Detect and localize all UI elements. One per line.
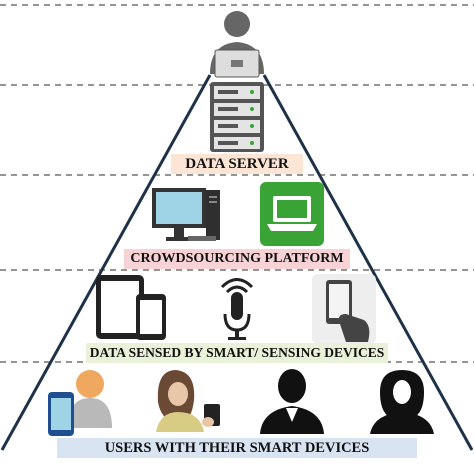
tier-label-text: CROWDSOURCING PLATFORM (124, 249, 350, 269)
microphone-sensor-icon (220, 278, 254, 340)
tablet-phone-icon (96, 275, 166, 340)
desktop-computer-icon (152, 188, 220, 241)
server-rack-icon (210, 82, 264, 152)
tier-label-crowdsourcing: CROWDSOURCING PLATFORM (0, 249, 474, 269)
admin-laptop-icon (210, 11, 264, 78)
woman-silhouette-icon (370, 370, 434, 434)
pyramid-outline (0, 74, 474, 451)
pyramid-right-edge (262, 74, 474, 451)
tier-label-users: USERS WITH THEIR SMART DEVICES (0, 438, 474, 458)
hand-smartphone-icon (312, 274, 376, 344)
tier-label-text: DATA SENSED BY SMART/ SENSING DEVICES (85, 343, 389, 363)
user-with-phone-icon (48, 370, 112, 436)
tier-label-sensing-devices: DATA SENSED BY SMART/ SENSING DEVICES (0, 343, 474, 363)
tier-label-text: USERS WITH THEIR SMART DEVICES (56, 438, 418, 458)
tier-label-data-server: DATA SERVER (0, 154, 474, 174)
man-silhouette-icon (260, 369, 324, 434)
pyramid-left-edge (0, 74, 212, 451)
tier-label-text: DATA SERVER (171, 154, 303, 174)
dashed-separators (0, 4, 474, 363)
woman-with-phone-icon (156, 370, 220, 432)
laptop-icon (260, 182, 324, 246)
